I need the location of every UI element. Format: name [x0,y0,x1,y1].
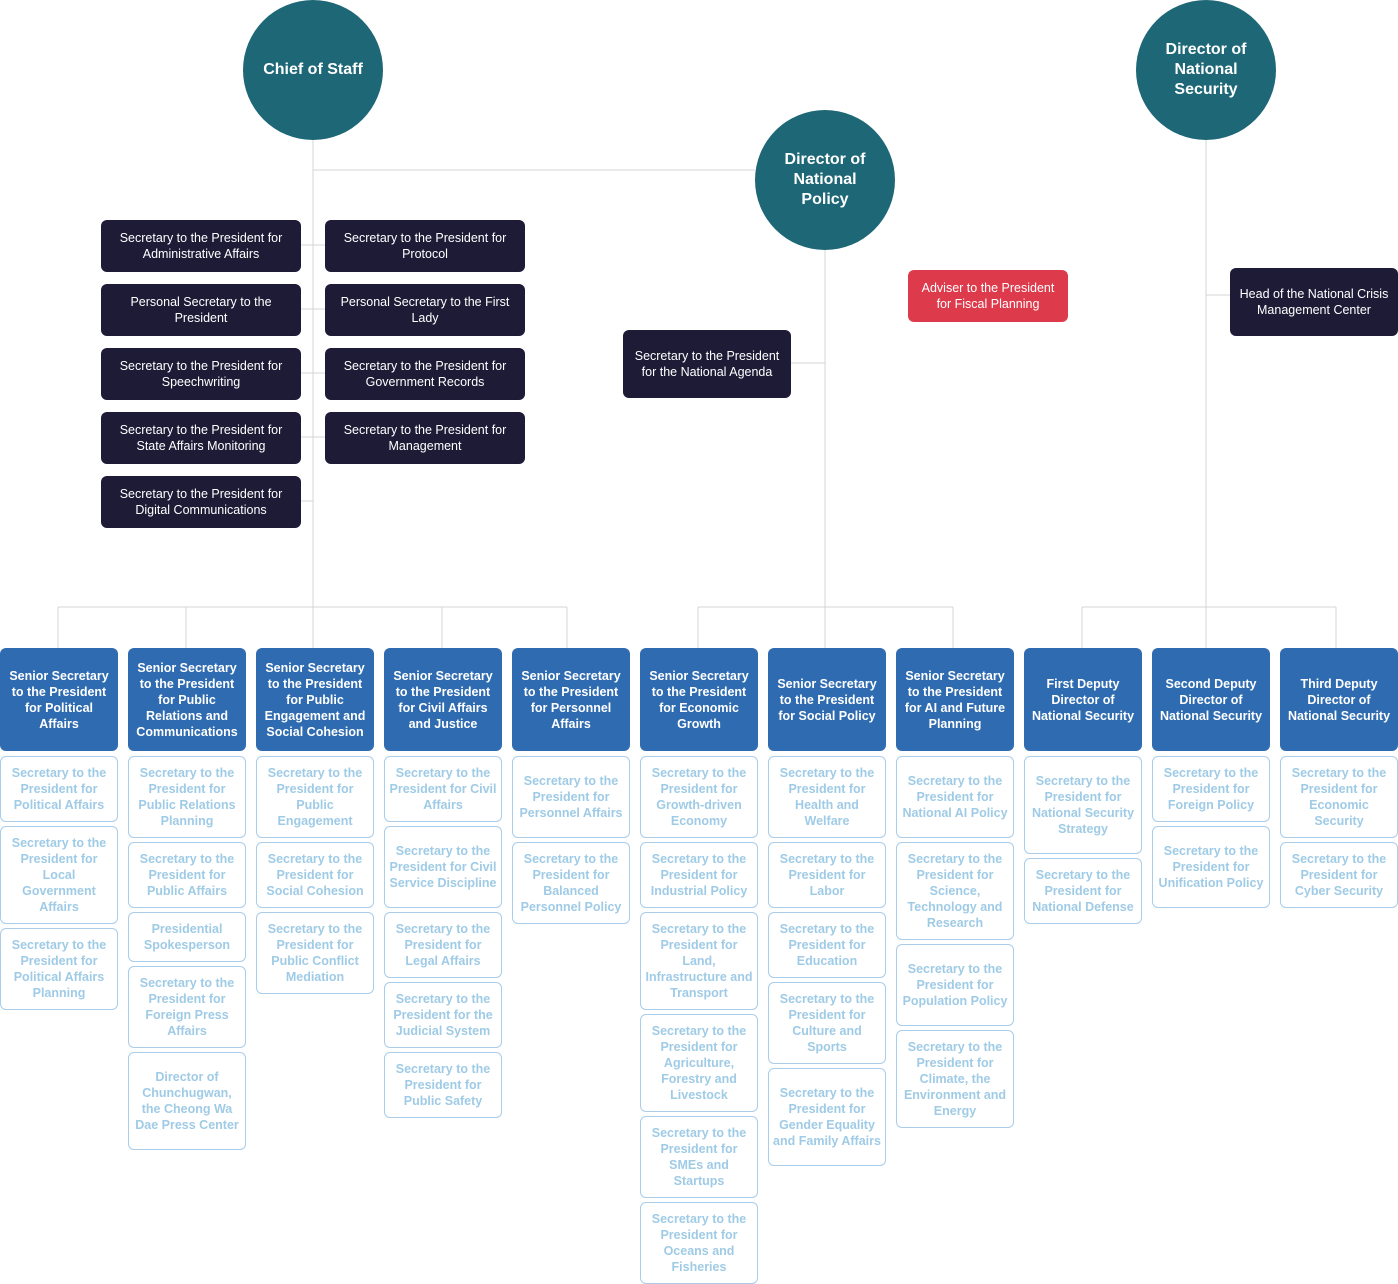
secretary-box: Secretary to the President for SMEs and … [640,1116,758,1198]
secretary-box: Secretary to the President for Political… [0,756,118,822]
senior-secretary-box: Senior Secretary to the President for Ec… [640,648,758,751]
secretary-box: Director of Chunchugwan, the Cheong Wa D… [128,1052,246,1150]
secretary-box: Secretary to the President for Education [768,912,886,978]
staff-secretary-box: Personal Secretary to the President [101,284,301,336]
secretary-box: Secretary to the President for Civil Aff… [384,756,502,822]
secretary-box: Secretary to the President for Cyber Sec… [1280,842,1398,908]
secretary-box: Secretary to the President for National … [896,756,1014,838]
secretary-box: Secretary to the President for Political… [0,928,118,1010]
secretary-box: Secretary to the President for Land, Inf… [640,912,758,1010]
secretary-box: Secretary to the President for Agricultu… [640,1014,758,1112]
staff-secretary-box: Secretary to the President for Managemen… [325,412,525,464]
secretary-box: Secretary to the President for Gender Eq… [768,1068,886,1166]
secretary-box: Secretary to the President for Climate, … [896,1030,1014,1128]
staff-secretary-box: Secretary to the President for Digital C… [101,476,301,528]
secretary-box: Secretary to the President for Civil Ser… [384,826,502,908]
secretary-box: Secretary to the President for Unificati… [1152,826,1270,908]
secretary-box: Secretary to the President for Oceans an… [640,1202,758,1284]
secretary-box: Secretary to the President for National … [1024,756,1142,854]
national-agenda-secretary-box: Secretary to the President for the Natio… [623,330,791,398]
senior-secretary-box: Second Deputy Director of National Secur… [1152,648,1270,751]
secretary-box: Secretary to the President for the Judic… [384,982,502,1048]
secretary-box: Secretary to the President for Economic … [1280,756,1398,838]
secretary-box: Secretary to the President for National … [1024,858,1142,924]
staff-secretary-box: Secretary to the President for Protocol [325,220,525,272]
staff-secretary-box: Secretary to the President for Speechwri… [101,348,301,400]
director-national-security-node: Director of National Security [1136,0,1276,140]
staff-secretary-box: Personal Secretary to the First Lady [325,284,525,336]
senior-secretary-box: Senior Secretary to the President for So… [768,648,886,751]
director-national-policy-node: Director of National Policy [755,110,895,250]
secretary-box: Secretary to the President for Legal Aff… [384,912,502,978]
secretary-box: Secretary to the President for Science, … [896,842,1014,940]
senior-secretary-box: Senior Secretary to the President for Pu… [128,648,246,751]
secretary-box: Secretary to the President for Growth-dr… [640,756,758,838]
secretary-box: Secretary to the President for Foreign P… [128,966,246,1048]
secretary-box: Secretary to the President for Health an… [768,756,886,838]
chief-of-staff-node: Chief of Staff [243,0,383,140]
staff-secretary-box: Secretary to the President for Governmen… [325,348,525,400]
secretary-box: Secretary to the President for Public Co… [256,912,374,994]
secretary-box: Secretary to the President for Labor [768,842,886,908]
senior-secretary-box: Senior Secretary to the President for Ci… [384,648,502,751]
secretary-box: Secretary to the President for Personnel… [512,756,630,838]
senior-secretary-box: Senior Secretary to the President for AI… [896,648,1014,751]
staff-secretary-box: Secretary to the President for State Aff… [101,412,301,464]
senior-secretary-box: Senior Secretary to the President for Pu… [256,648,374,751]
fiscal-adviser-box: Adviser to the President for Fiscal Plan… [908,270,1068,322]
secretary-box: Secretary to the President for Culture a… [768,982,886,1064]
senior-secretary-box: First Deputy Director of National Securi… [1024,648,1142,751]
staff-secretary-box: Secretary to the President for Administr… [101,220,301,272]
senior-secretary-box: Senior Secretary to the President for Pe… [512,648,630,751]
secretary-box: Presidential Spokesperson [128,912,246,962]
secretary-box: Secretary to the President for Populatio… [896,944,1014,1026]
secretary-box: Secretary to the President for Social Co… [256,842,374,908]
secretary-box: Secretary to the President for Public Re… [128,756,246,838]
secretary-box: Secretary to the President for Balanced … [512,842,630,924]
crisis-center-head-box: Head of the National Crisis Management C… [1230,268,1398,336]
secretary-box: Secretary to the President for Public Sa… [384,1052,502,1118]
secretary-box: Secretary to the President for Public Af… [128,842,246,908]
secretary-box: Secretary to the President for Public En… [256,756,374,838]
secretary-box: Secretary to the President for Local Gov… [0,826,118,924]
senior-secretary-box: Senior Secretary to the President for Po… [0,648,118,751]
secretary-box: Secretary to the President for Foreign P… [1152,756,1270,822]
senior-secretary-box: Third Deputy Director of National Securi… [1280,648,1398,751]
secretary-box: Secretary to the President for Industria… [640,842,758,908]
